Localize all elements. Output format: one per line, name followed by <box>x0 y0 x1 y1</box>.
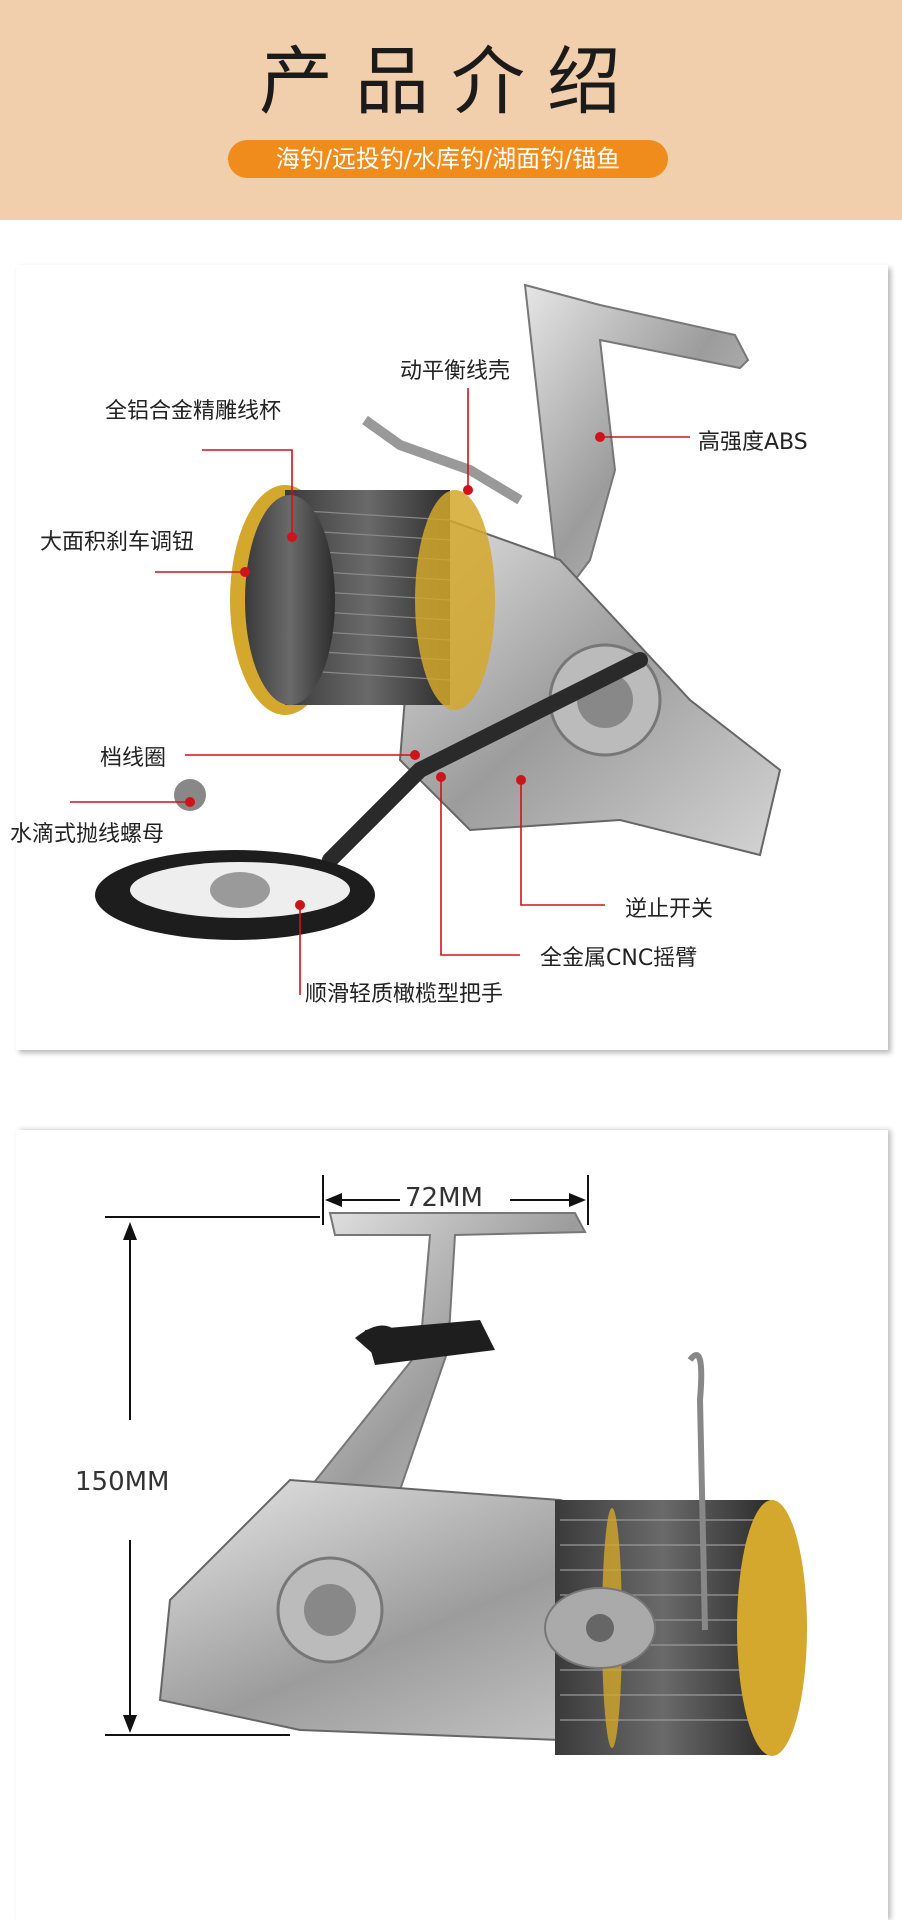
label-handle: 顺滑轻质橄榄型把手 <box>305 982 504 1007</box>
label-high-strength: 高强度ABS <box>698 430 808 455</box>
callout-lines <box>70 388 690 995</box>
label-dynamic-balance: 动平衡线壳 <box>400 359 511 384</box>
label-drop-nut: 水滴式抛线螺母 <box>10 822 165 847</box>
usage-tags-pill: 海钓/远投钓/水库钓/湖面钓/锚鱼 <box>228 140 668 178</box>
label-aluminum-spool: 全铝合金精雕线杯 <box>105 399 282 424</box>
label-line-roller: 档线圈 <box>100 746 167 771</box>
width-dimension-label: 72MM <box>405 1183 483 1213</box>
header-banner: 产品介绍 海钓/远投钓/水库钓/湖面钓/锚鱼 <box>0 0 902 220</box>
height-dimension-label: 150MM <box>75 1467 170 1497</box>
reel-1 <box>95 283 782 940</box>
label-cnc-arm: 全金属CNC摇臂 <box>540 946 698 971</box>
reel-2 <box>158 1212 807 1756</box>
page-title: 产品介绍 <box>259 39 643 125</box>
dimension-lines <box>105 1175 589 1736</box>
callout-dots <box>185 432 605 910</box>
label-anti-reverse: 逆止开关 <box>625 897 714 922</box>
label-drag-knob: 大面积刹车调钮 <box>40 530 195 555</box>
